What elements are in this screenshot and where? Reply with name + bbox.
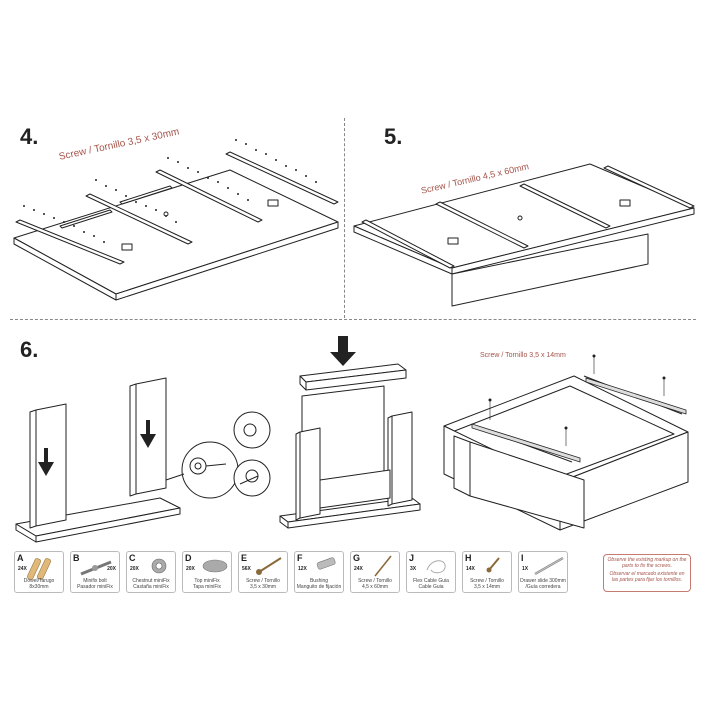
step-6-side-assembly xyxy=(15,377,271,543)
drawer-slide-icon xyxy=(534,556,564,576)
part-F-name: Bushing xyxy=(309,578,329,584)
part-D-name: Top miniFix xyxy=(194,578,220,584)
long-screw-icon xyxy=(374,555,392,577)
part-I-name: Drawer slide 300mm xyxy=(520,578,566,584)
drawer-slide-rails xyxy=(471,354,687,463)
step-6-number: 6. xyxy=(20,337,39,362)
step-4-number: 4. xyxy=(20,124,39,149)
part-C-name: Chestnut miniFix xyxy=(132,578,170,584)
step-4-screw-marks xyxy=(23,139,317,243)
part-E-size: 3,5 x 30mm xyxy=(249,584,277,590)
part-E-name: Screw / Tornillo xyxy=(246,578,280,584)
part-F-size: Manguito de fijación xyxy=(296,584,342,590)
part-H-name: Screw / Tornillo xyxy=(470,578,504,584)
part-J-name: Flex Cable Guia xyxy=(413,578,449,584)
cable-guide-icon xyxy=(426,560,446,574)
part-B-size: Pasador miniFix xyxy=(77,584,113,590)
part-A-size: 8x30mm xyxy=(29,584,49,590)
step-6-screw-label: Screw / Tornillo 3,5 x 14mm xyxy=(480,352,566,359)
minifix-detail xyxy=(189,423,259,485)
part-I: I 1X Drawer slide 300mm/Guía corredera xyxy=(518,551,568,593)
step-5-drawing xyxy=(353,163,695,307)
bushing-icon xyxy=(316,557,336,570)
section-divider-vertical xyxy=(344,118,345,318)
step-5-number: 5. xyxy=(384,124,403,149)
top-minifix-icon xyxy=(202,559,228,573)
part-H-size: 3,5 x 14mm xyxy=(473,584,501,590)
part-G-name: Screw / Tornillo xyxy=(358,578,392,584)
part-I-size: /Guía corredera xyxy=(525,584,561,590)
markup-note-english: Observe the existing markup on the parts… xyxy=(607,557,687,569)
markup-note-spanish: Observar el marcado existente en las par… xyxy=(609,571,685,583)
part-A-name: Dowel/Tarugo xyxy=(23,578,55,584)
part-C-size: Castaña miniFix xyxy=(133,584,169,590)
step-6-frame-assembly xyxy=(279,363,421,529)
screw-icon xyxy=(256,557,282,575)
markup-note: Observe the existing markup on the parts… xyxy=(603,554,691,592)
section-divider-horizontal xyxy=(10,319,696,320)
part-J-size: Cable Guia xyxy=(418,584,444,590)
short-screw-icon xyxy=(486,557,500,573)
minifix-bolt-icon xyxy=(80,560,112,576)
step-4-drawing xyxy=(13,151,339,301)
part-G-size: 4,5 x 60mm xyxy=(361,584,389,590)
chestnut-minifix-icon xyxy=(151,558,167,574)
dowel-icon xyxy=(26,558,52,580)
part-B-name: Minifix bolt xyxy=(83,578,107,584)
part-D-size: Tapa miniFix xyxy=(192,584,222,590)
